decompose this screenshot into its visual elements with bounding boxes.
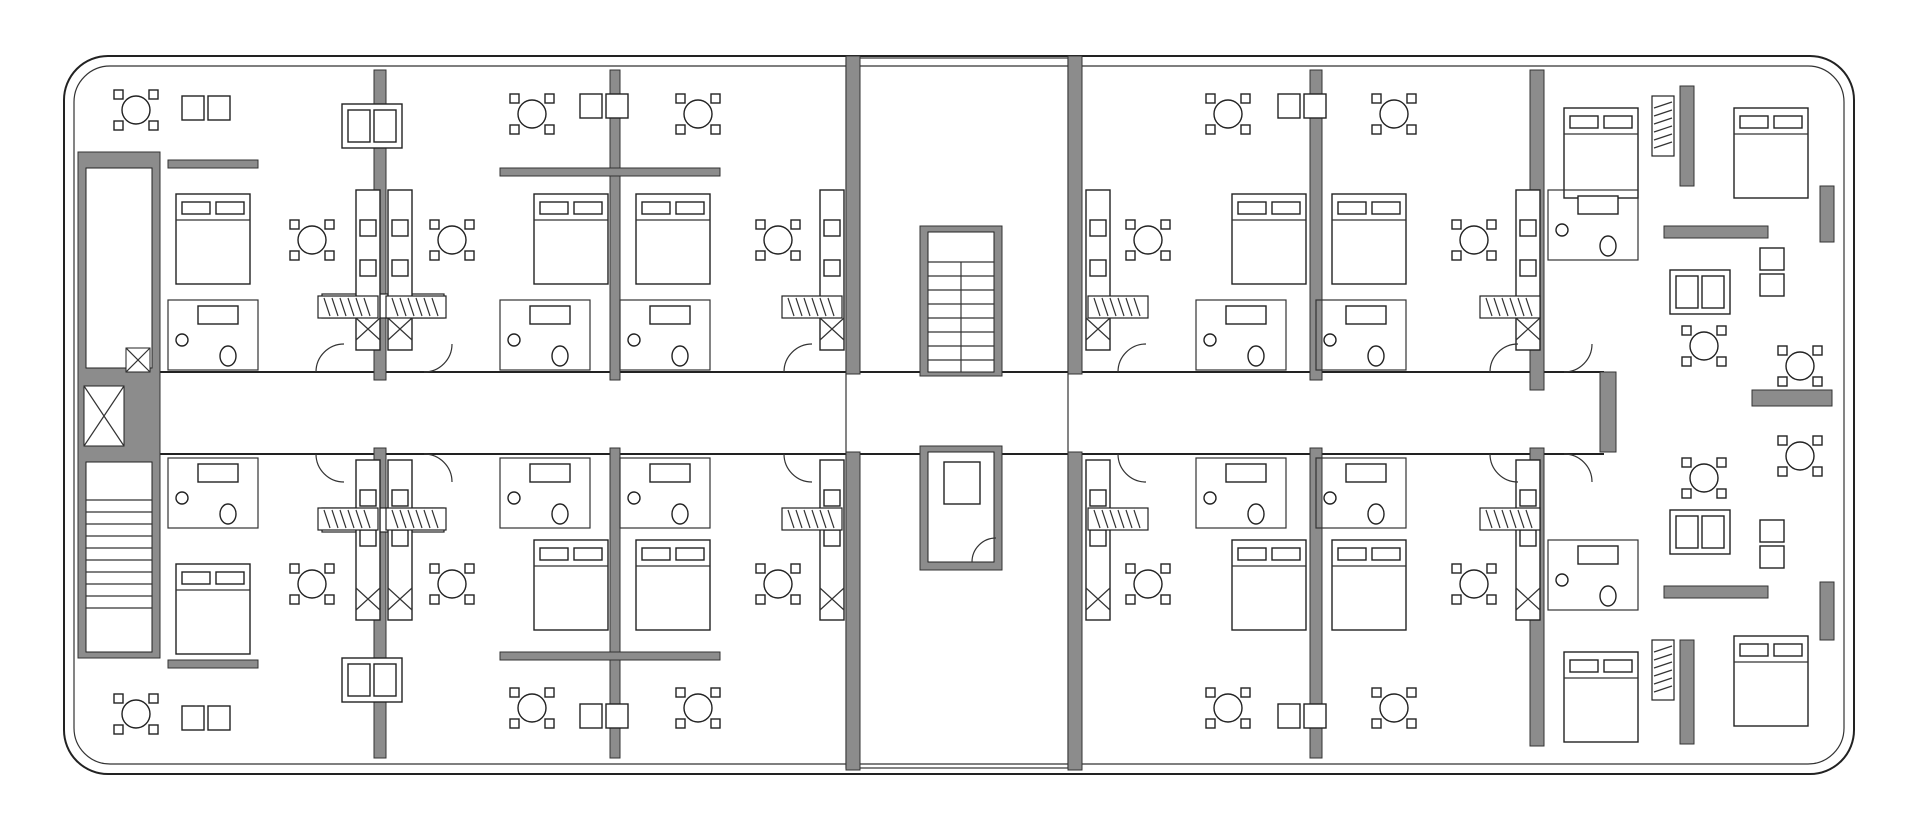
- balcony-lounger: [181, 705, 231, 731]
- dining-set: [1451, 563, 1497, 605]
- bathroom: [167, 457, 259, 529]
- dining-set: [755, 219, 801, 261]
- wardrobe: [1087, 507, 1149, 531]
- wardrobe: [1479, 507, 1541, 531]
- dining-set: [429, 219, 475, 261]
- wardrobe: [385, 507, 447, 531]
- wardrobe: [317, 507, 379, 531]
- left-block-walls: [167, 69, 721, 759]
- bed: [533, 193, 609, 285]
- dining-set: [509, 93, 555, 135]
- dining-set: [1125, 219, 1171, 261]
- dining-set: [675, 687, 721, 729]
- bed: [533, 539, 609, 631]
- dining-set: [1125, 563, 1171, 605]
- bed: [1733, 107, 1809, 199]
- kitchen-unit: [1085, 459, 1111, 621]
- dining-set: [289, 563, 335, 605]
- balcony-lounger: [181, 95, 231, 121]
- bathroom: [499, 457, 591, 529]
- dining-set: [1681, 457, 1727, 499]
- wardrobe: [1087, 295, 1149, 319]
- dining-set: [1451, 219, 1497, 261]
- bathroom: [499, 299, 591, 371]
- bed: [1563, 651, 1639, 743]
- balcony-lounger: [1759, 519, 1785, 569]
- dining-set: [1205, 93, 1251, 135]
- bed: [1331, 539, 1407, 631]
- sofa: [341, 657, 403, 703]
- dining-set: [755, 563, 801, 605]
- bed: [175, 193, 251, 285]
- dining-set: [289, 219, 335, 261]
- balcony-lounger: [1277, 93, 1327, 119]
- sofa: [341, 103, 403, 149]
- dining-set: [113, 89, 159, 131]
- central-elevator: [919, 445, 1003, 571]
- dining-set: [1777, 435, 1823, 477]
- bathroom: [1195, 299, 1287, 371]
- bathroom: [619, 299, 711, 371]
- wardrobe: [385, 295, 447, 319]
- kitchen-unit: [1515, 189, 1541, 351]
- bed: [635, 193, 711, 285]
- balcony-lounger: [1759, 247, 1785, 297]
- left-stairwell: [77, 151, 161, 659]
- kitchen-unit: [1515, 459, 1541, 621]
- bathroom: [1547, 539, 1639, 611]
- bathroom: [619, 457, 711, 529]
- bed: [1563, 107, 1639, 199]
- kitchen-unit: [1085, 189, 1111, 351]
- kitchen-unit: [819, 459, 845, 621]
- kitchen-unit: [387, 189, 413, 351]
- sofa: [1669, 269, 1731, 315]
- bathroom: [1315, 457, 1407, 529]
- wardrobe: [317, 295, 379, 319]
- door-swings: [315, 343, 1593, 483]
- dining-set: [1777, 345, 1823, 387]
- balcony-lounger: [579, 93, 629, 119]
- bathroom: [167, 299, 259, 371]
- dining-set: [509, 687, 555, 729]
- sofa: [1669, 509, 1731, 555]
- kitchen-unit: [387, 459, 413, 621]
- wardrobe: [781, 507, 843, 531]
- balcony-lounger: [579, 703, 629, 729]
- dining-set: [1205, 687, 1251, 729]
- wardrobe: [1651, 639, 1675, 701]
- bed: [635, 539, 711, 631]
- central-stairwell: [919, 225, 1003, 377]
- balcony-edge: [73, 65, 1845, 765]
- bed: [1733, 635, 1809, 727]
- wardrobe: [781, 295, 843, 319]
- wardrobe: [1651, 95, 1675, 157]
- balcony-lounger: [1277, 703, 1327, 729]
- kitchen-unit: [355, 189, 381, 351]
- dining-set: [429, 563, 475, 605]
- bathroom: [1315, 299, 1407, 371]
- dining-set: [113, 693, 159, 735]
- bathroom: [1547, 189, 1639, 261]
- wardrobe: [1479, 295, 1541, 319]
- central-core: [845, 57, 1069, 769]
- kitchen-unit: [819, 189, 845, 351]
- outer-wall: [63, 55, 1855, 775]
- dining-set: [675, 93, 721, 135]
- bathroom: [1195, 457, 1287, 529]
- dining-set: [1681, 325, 1727, 367]
- kitchen-unit: [355, 459, 381, 621]
- bed: [1231, 539, 1307, 631]
- dining-set: [1371, 93, 1417, 135]
- bed: [1331, 193, 1407, 285]
- bed: [1231, 193, 1307, 285]
- bed: [175, 563, 251, 655]
- dining-set: [1371, 687, 1417, 729]
